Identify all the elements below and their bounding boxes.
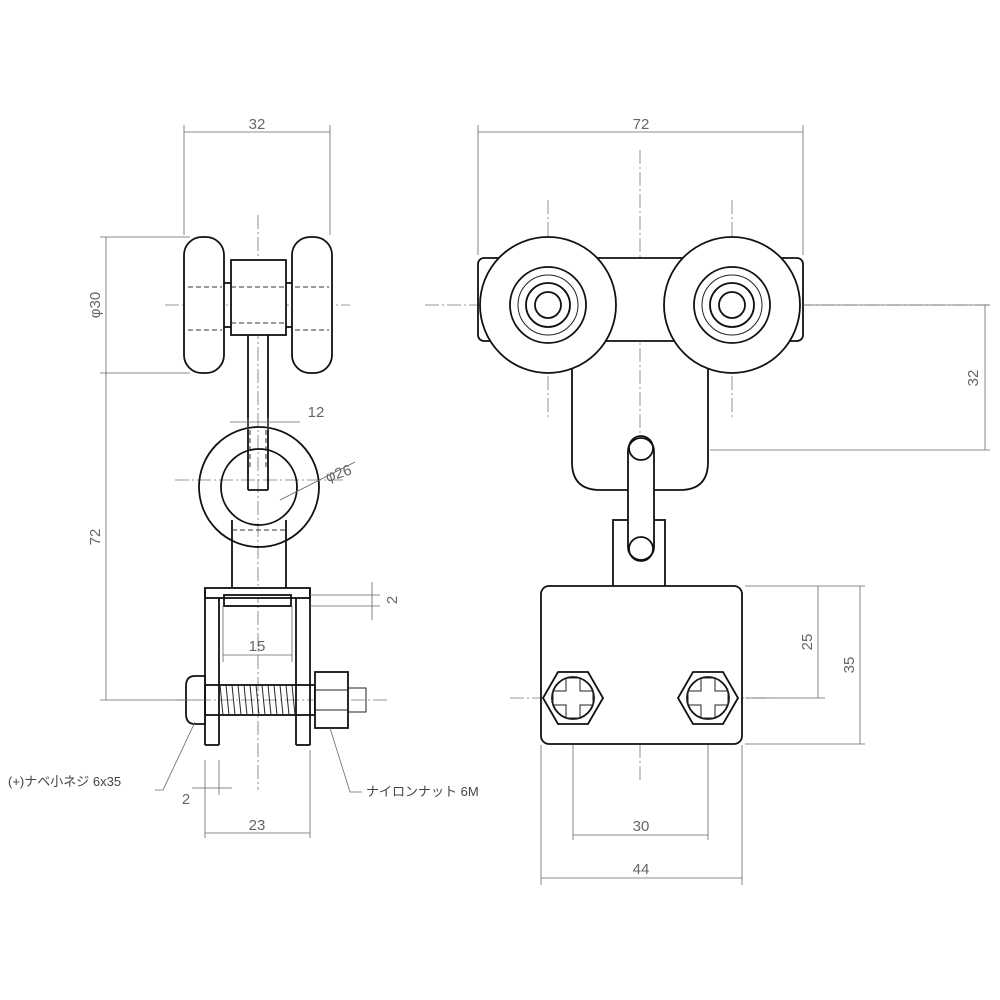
dim-bolt-offset: 2 (182, 791, 190, 808)
dimension-lines (100, 125, 990, 885)
side-view (165, 215, 390, 790)
dim-wheel-diameter: φ30 (87, 292, 104, 318)
wheel-right (291, 236, 333, 374)
nut-note: ナイロンナット 6M (366, 784, 479, 799)
hanger-arm (571, 330, 709, 491)
bolt-thread (219, 684, 296, 716)
front-wheel-left (479, 236, 617, 374)
axle-hub (224, 259, 292, 336)
part-notes: (+)ナベ小ネジ 6x35 ナイロンナット 6M (8, 774, 479, 799)
phillips-screw-right (676, 671, 740, 725)
dim-bracket-inner: 15 (249, 638, 266, 655)
dim-plate-thickness: 2 (384, 596, 401, 604)
dim-block-width: 44 (633, 861, 650, 878)
dim-screw-pitch: 30 (633, 818, 650, 835)
dim-bracket-width: 23 (249, 817, 266, 834)
dim-front-width: 72 (633, 116, 650, 133)
dim-stem-width: 12 (308, 404, 325, 421)
front-view (425, 150, 990, 780)
u-bracket (204, 587, 311, 746)
wheel-left (183, 236, 225, 374)
dim-side-height: 72 (87, 529, 104, 546)
dim-ring-diameter: φ26 (323, 462, 353, 486)
dim-wheel-axis-offset: 32 (965, 370, 982, 387)
nylon-nut (314, 671, 349, 729)
neck (231, 520, 287, 588)
dim-side-width: 32 (249, 116, 266, 133)
dim-screw-height: 25 (799, 634, 816, 651)
front-wheel-right (663, 236, 801, 374)
phillips-screw-left (541, 671, 605, 725)
dim-block-height: 35 (841, 657, 858, 674)
eye-ring (198, 426, 320, 548)
screw-note: (+)ナベ小ネジ 6x35 (8, 774, 121, 789)
stem (247, 335, 269, 491)
dimension-labels: 32 72 φ30 12 φ26 72 2 15 2 23 32 25 35 3… (87, 116, 982, 878)
link-pin (612, 435, 666, 589)
